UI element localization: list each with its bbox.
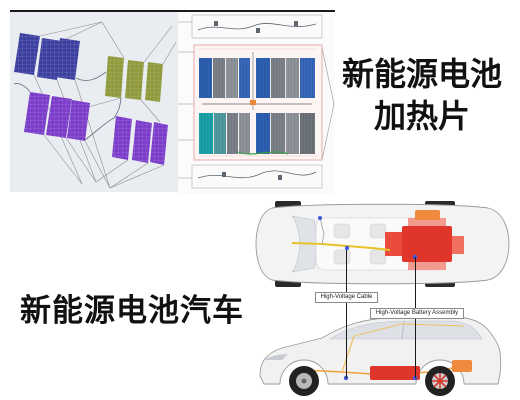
markers [343,375,418,381]
heater-pad-cells [67,100,90,141]
battery-module-group-bottom-right [256,113,315,154]
heater-pad-cells [145,62,163,102]
label-high-voltage-cable: High-Voltage Cable [315,292,378,303]
module-cells [199,113,250,154]
battery-module-group-bottom-left [199,113,250,154]
heater-pads-olive [105,56,163,102]
battery-block [370,366,420,380]
connector [294,21,298,26]
leader-lines [33,21,177,189]
heater-pad-cells [24,92,50,135]
car-side-view-icon [259,316,502,396]
roof-cable [353,323,465,337]
seats [333,223,387,265]
heater-pad-diagram [10,12,178,192]
heater-pads-purple-left [24,92,90,141]
markers [318,216,418,260]
wheel-front [289,366,319,396]
module-cells [256,113,315,154]
heater-pad-cells [46,96,72,138]
bracket-lines [321,47,335,161]
callout-ticks [178,21,194,179]
heater-pad-cells [150,122,168,165]
caption-text: 新能源电池汽车 [20,293,244,329]
top-harness-box [191,14,323,39]
harness-wire [197,23,317,31]
battery-module-group-top-left [199,58,250,98]
car-top-view-icon [255,201,510,287]
marker-dot [412,375,418,381]
heater-pad-cells [125,60,144,100]
battery-module-group-top-right [256,58,315,98]
heater-pad-cells [37,38,62,80]
pillar-cable [341,335,355,373]
heater-pad-cells [132,120,152,163]
cable-route [319,217,325,245]
heater-pad-cells [105,56,124,98]
harness-wire [197,170,317,179]
connector [222,172,226,177]
heater-pads-purple-right [112,116,168,165]
top-divider-line [10,10,335,12]
battery-block [408,218,446,226]
marker-dot [343,375,349,381]
harness-frame [191,14,323,39]
module-cells [256,58,315,98]
motor-block [452,360,472,372]
bottom-harness-box [191,164,323,189]
module-cells [199,58,250,98]
battery-block [452,236,464,254]
battery-block [385,232,402,256]
heater-pads-blue [14,33,80,80]
headline-line-1: 新能源电池 [341,55,502,93]
marker-dot [344,245,350,251]
battery-block [408,262,446,270]
connector [214,21,218,26]
wiring-harness [13,71,122,141]
headlight [264,354,288,360]
battery-assembly-top [385,210,464,270]
wheel-rear [425,366,455,396]
pack-wiring [202,52,312,155]
headline-line-2: 加热片 [373,97,470,135]
heater-pad-cells [55,38,80,80]
motor-block [415,210,440,220]
battery-block [402,226,452,262]
label-high-voltage-battery-assembly: High-Voltage Battery Assembly [370,308,464,319]
heater-pad-cells [14,33,40,75]
connector [278,175,282,180]
battery-pack-layout-diagram [178,12,335,194]
callout-line-cable [346,250,347,378]
harness-frame [191,164,323,189]
heater-pad-cells [112,116,132,160]
connector [256,28,260,33]
marker-dot [318,216,322,220]
